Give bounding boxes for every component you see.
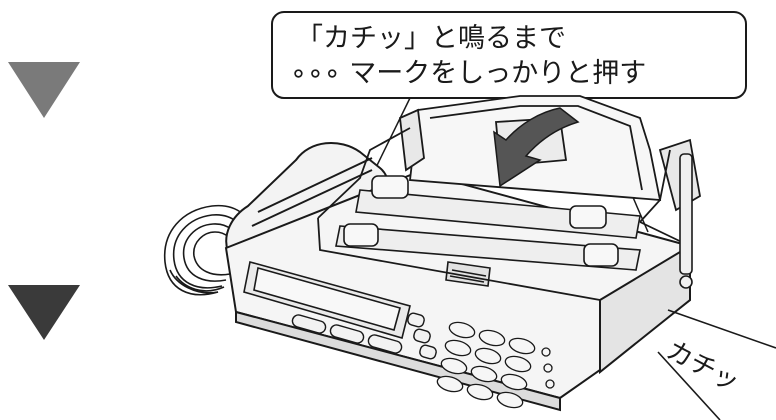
- display-panel: [243, 261, 411, 340]
- callout-instruction-line-1: 「カチッ」と鳴るまで: [296, 23, 566, 54]
- control-buttons: [291, 312, 437, 360]
- side-lever: [679, 153, 693, 289]
- interior-rollers: [335, 175, 641, 287]
- step-marker-top-icon: [8, 62, 80, 118]
- step-marker-bottom-icon: [8, 285, 80, 340]
- keypad: [436, 321, 555, 409]
- click-sound-lines: [657, 309, 776, 420]
- callout-instruction-line-2: ∘∘∘ マークをしっかりと押す: [290, 58, 647, 89]
- press-arrow-icon: [493, 107, 580, 188]
- callout-bubble: [271, 11, 747, 233]
